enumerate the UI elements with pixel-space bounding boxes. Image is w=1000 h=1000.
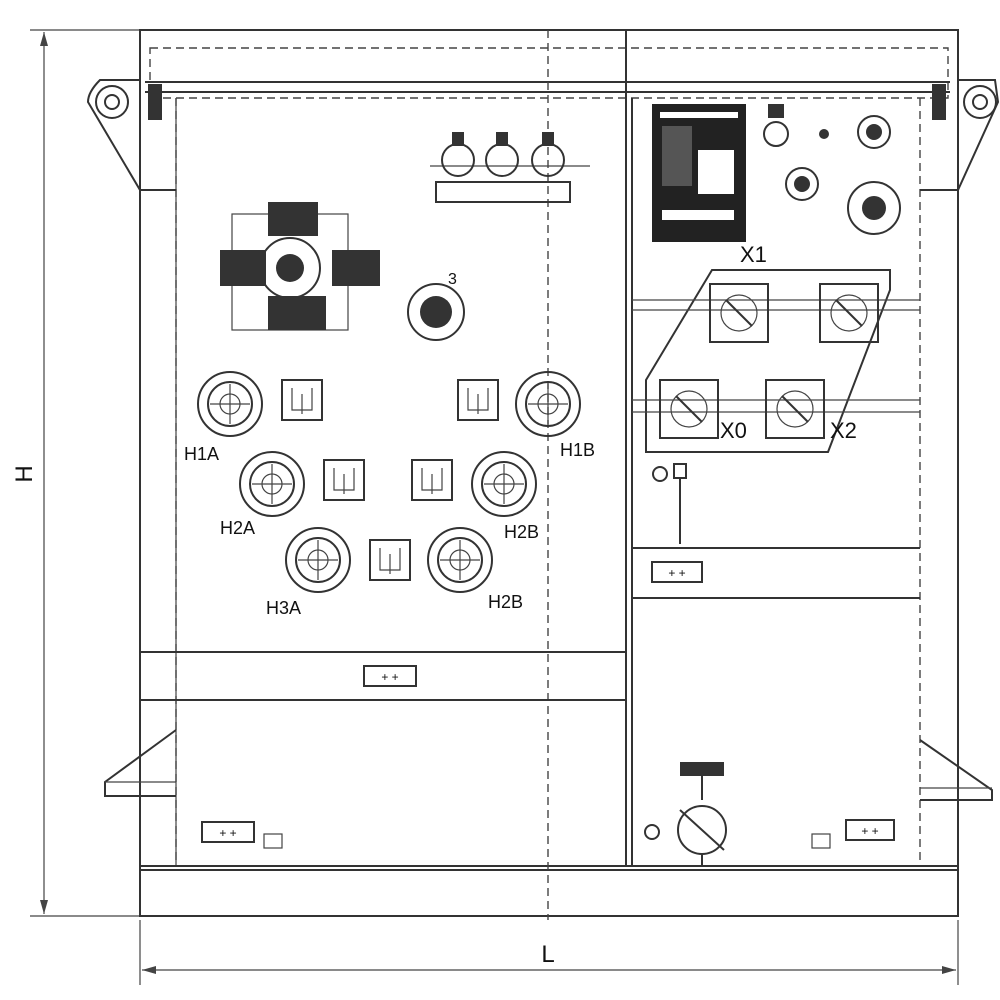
bushing-h3a — [285, 527, 351, 593]
svg-text:+ +: + + — [381, 670, 398, 684]
length-dimension — [139, 920, 959, 985]
bushing-h2b-upper — [471, 451, 537, 517]
bushing-h1a — [197, 371, 263, 437]
svg-text:3: 3 — [448, 271, 457, 288]
bushing-label: X0 — [720, 418, 747, 443]
svg-text:+ +: + + — [668, 566, 685, 580]
height-label: H — [11, 465, 38, 482]
switch-assembly — [220, 202, 380, 331]
length-label: L — [541, 941, 554, 968]
ground-pad-right: + + — [811, 819, 895, 849]
bushing-label: H1A — [184, 444, 219, 464]
base-bracket-left — [104, 729, 177, 797]
height-dimension — [30, 29, 140, 917]
right-lower-band: + + — [632, 547, 920, 599]
left-lower-band: + + — [140, 651, 626, 701]
bushing-label: H3A — [266, 598, 301, 618]
bushing-label: H1B — [560, 440, 595, 460]
bushing-h2b-lower — [427, 527, 493, 593]
valve-fittings-top — [763, 104, 901, 235]
base-bracket-right — [919, 739, 993, 801]
svg-text:+ +: + + — [219, 826, 236, 840]
arrester-symbols — [281, 379, 499, 581]
tap-changer-row — [430, 132, 590, 203]
lv-terminal-block — [632, 269, 920, 453]
gauge-fitting: 3 — [407, 271, 465, 341]
lifting-lug-left — [86, 79, 176, 191]
bushing-h2a — [239, 451, 305, 517]
bushing-h1b — [515, 371, 581, 437]
bushing-label: X1 — [740, 242, 767, 267]
svg-text:+ +: + + — [861, 824, 878, 838]
bushing-label: H2B — [488, 592, 523, 612]
bushing-label: X2 — [830, 418, 857, 443]
bushing-label: H2B — [504, 522, 539, 542]
bushing-label: H2A — [220, 518, 255, 538]
thermometer-fitting — [652, 463, 687, 544]
drain-valve — [644, 762, 727, 866]
ground-pad-left: + + — [201, 821, 283, 849]
tank-outline — [139, 29, 959, 920]
lifting-lug-right — [920, 79, 1000, 191]
nameplate-panel — [652, 104, 746, 242]
